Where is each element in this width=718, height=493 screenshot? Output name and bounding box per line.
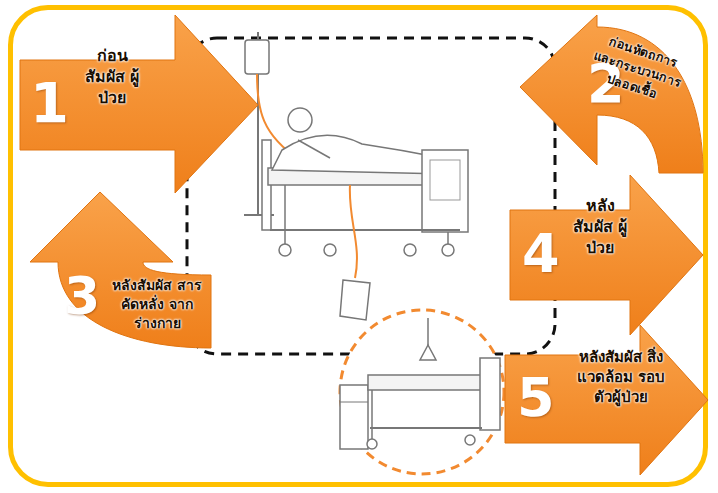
moment-label: หลังสัมผัส สารคัดหลั่ง จากร่างกาย xyxy=(108,276,206,333)
empty-bed-mattress xyxy=(368,375,486,390)
arrow-outline xyxy=(30,192,211,348)
empty-bed-footboard xyxy=(480,358,500,430)
moment-label: หลัง สัมผัส ผู้ป่วย xyxy=(568,195,632,258)
patient-head xyxy=(288,108,312,132)
trapeze-handle xyxy=(420,345,436,360)
moment-label: ก่อน สัมผัส ผู้ป่วย xyxy=(80,45,144,108)
arrow-outline xyxy=(505,325,708,475)
arrow-outline xyxy=(20,15,258,193)
patient-arm xyxy=(298,140,330,158)
bed-leg xyxy=(447,232,449,245)
moment-arrow: 1ก่อน สัมผัส ผู้ป่วย xyxy=(20,15,260,195)
empty-bed-leg xyxy=(371,390,373,440)
table-drawer xyxy=(340,402,368,403)
moment-number: 3 xyxy=(64,270,100,322)
moment-number: 5 xyxy=(517,371,555,425)
bed-footboard xyxy=(422,150,468,232)
trapeze-cord xyxy=(427,318,429,345)
arrow-shape xyxy=(28,190,213,350)
bed-wheel xyxy=(442,244,454,256)
moment-number: 1 xyxy=(30,75,69,131)
empty-bed-wheel xyxy=(367,439,377,449)
empty-bed-wheel xyxy=(465,435,475,445)
moment-number: 4 xyxy=(522,227,560,281)
arrow-outline xyxy=(520,15,703,173)
footboard-panel xyxy=(430,160,460,200)
patient-zone xyxy=(187,38,555,354)
surroundings-zone xyxy=(340,310,504,474)
moment-arrow: 3หลังสัมผัส สารคัดหลั่ง จากร่างกาย xyxy=(28,190,213,350)
iv-bag xyxy=(245,40,269,74)
moment-arrow: 5หลังสัมผัส สิ่งแวดล้อม รอบตัวผู้ป่วย xyxy=(505,325,710,475)
urine-bag xyxy=(340,280,370,320)
bed-frame xyxy=(270,229,460,231)
bed-wheel xyxy=(279,244,291,256)
bedside-table xyxy=(340,385,368,449)
catheter-tube xyxy=(350,185,357,278)
moment-arrow: 2ก่อนหัตถการ และกระบวนการ ปลอดเชื้อ xyxy=(515,15,705,175)
bed-wheel xyxy=(324,244,336,256)
patient-blanket xyxy=(272,135,446,174)
arrow-outline xyxy=(510,175,703,335)
empty-bed-frame xyxy=(370,427,482,429)
bed-wheel xyxy=(404,244,416,256)
moment-label: หลังสัมผัส สิ่งแวดล้อม รอบตัวผู้ป่วย xyxy=(567,347,675,407)
bed-leg xyxy=(284,185,286,245)
moment-arrow: 4หลัง สัมผัส ผู้ป่วย xyxy=(510,175,705,335)
